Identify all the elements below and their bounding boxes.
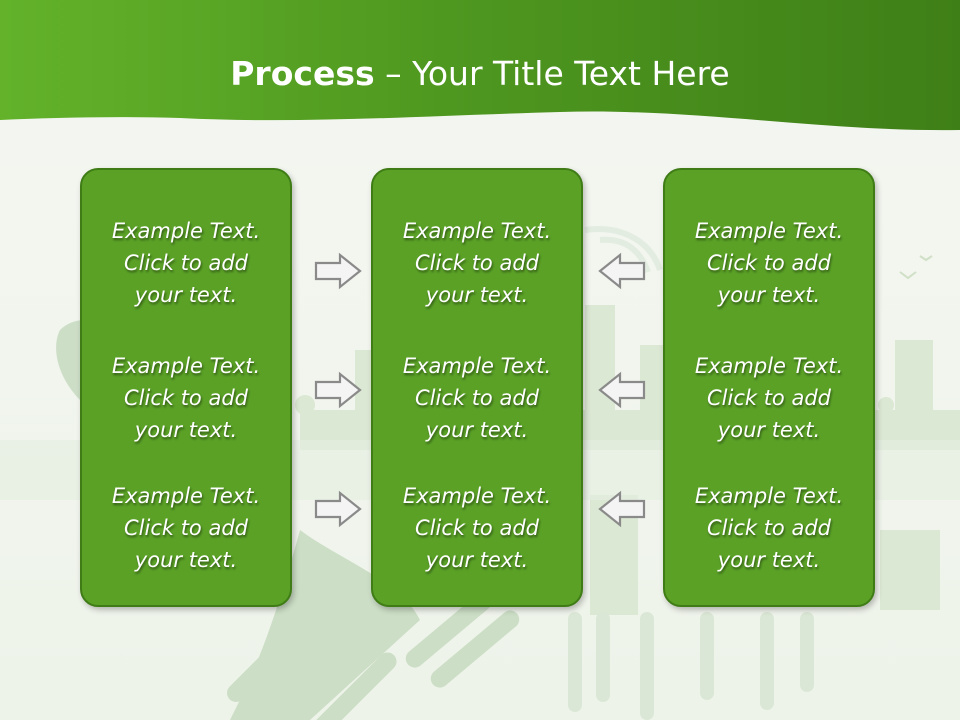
box-text[interactable]: Example Text. Click to add your text. <box>402 484 552 572</box>
box-text[interactable]: Example Text. Click to add your text. <box>694 354 844 442</box>
process-box-right[interactable]: Example Text. Click to add your text. Ex… <box>663 168 875 607</box>
right-arrow-icon <box>314 252 362 290</box>
title-bold: Process <box>230 54 375 93</box>
slide-title[interactable]: Process – Your Title Text Here <box>0 52 960 96</box>
right-arrow-icon <box>314 490 362 528</box>
process-box-left[interactable]: Example Text. Click to add your text. Ex… <box>80 168 292 607</box>
title-rest: – Your Title Text Here <box>374 54 730 93</box>
box-text[interactable]: Example Text. Click to add your text. <box>402 219 552 307</box>
right-arrow-icon <box>314 371 362 409</box>
box-text[interactable]: Example Text. Click to add your text. <box>694 484 844 572</box>
box-text[interactable]: Example Text. Click to add your text. <box>111 354 261 442</box>
left-arrow-icon <box>598 371 646 409</box>
left-arrow-icon <box>598 252 646 290</box>
box-text[interactable]: Example Text. Click to add your text. <box>402 354 552 442</box>
left-arrow-icon <box>598 490 646 528</box>
process-box-center[interactable]: Example Text. Click to add your text. Ex… <box>371 168 583 607</box>
box-text[interactable]: Example Text. Click to add your text. <box>111 484 261 572</box>
box-text[interactable]: Example Text. Click to add your text. <box>111 219 261 307</box>
box-text[interactable]: Example Text. Click to add your text. <box>694 219 844 307</box>
